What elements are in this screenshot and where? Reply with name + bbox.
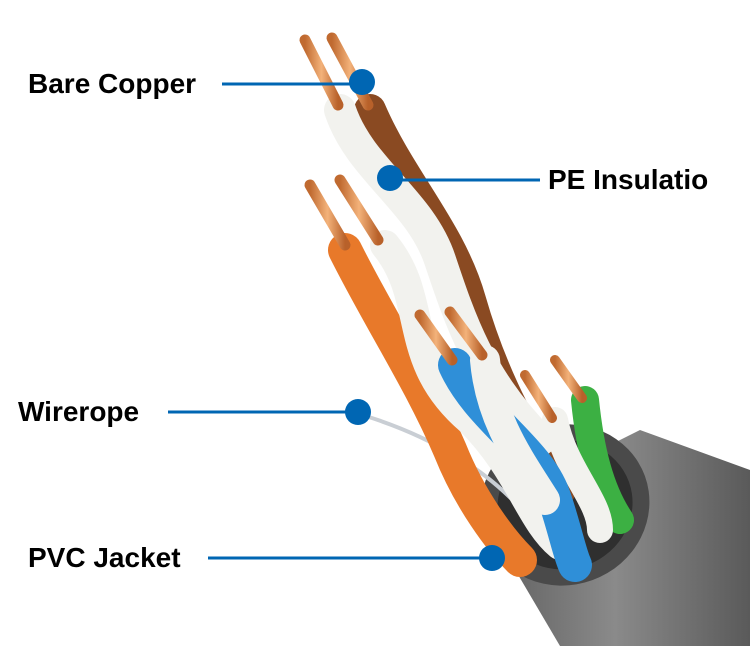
callout-lines: [168, 69, 540, 571]
label-wirerope: Wirerope: [18, 396, 140, 427]
label-pvc-jacket: PVC Jacket: [28, 542, 181, 573]
label-pe-insulation: PE Insulatio: [548, 164, 709, 195]
green-pair: [520, 355, 634, 543]
label-bare-copper: Bare Copper: [28, 68, 197, 99]
blue-pair: [414, 306, 592, 582]
orange-pair: [304, 174, 575, 577]
